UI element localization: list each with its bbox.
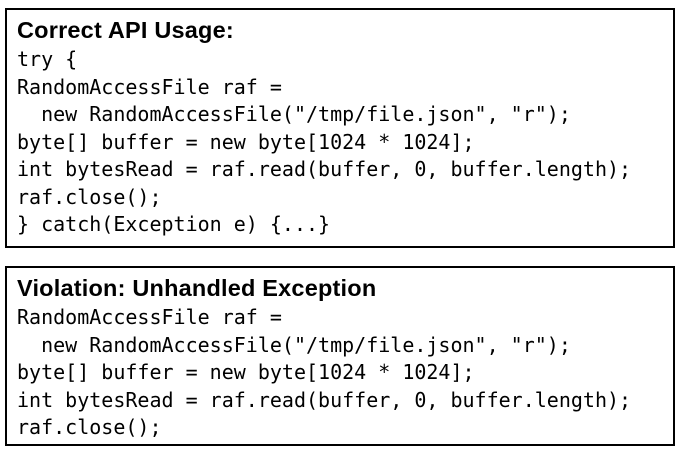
code-line: raf.close(); bbox=[17, 415, 162, 439]
code-line: int bytesRead = raf.read(buffer, 0, buff… bbox=[17, 387, 632, 412]
code-line: int bytesRead = raf.read(buffer, 0, buff… bbox=[17, 157, 632, 181]
code-line: RandomAccessFile raf = bbox=[17, 305, 282, 329]
code-block-correct-api-usage: try { RandomAccessFile raf = new RandomAc… bbox=[17, 46, 663, 239]
code-line: new RandomAccessFile("/tmp/file.json", "… bbox=[17, 332, 571, 357]
code-line: try { bbox=[17, 47, 78, 71]
code-line: RandomAccessFile raf = bbox=[17, 74, 282, 99]
code-line: byte[] buffer = new byte[1024 * 1024]; bbox=[17, 360, 475, 384]
code-line: new RandomAccessFile("/tmp/file.json", "… bbox=[17, 102, 571, 126]
code-line: raf.close(); bbox=[17, 184, 162, 209]
panel-correct-api-usage: Correct API Usage: try { RandomAccessFile… bbox=[5, 8, 675, 248]
panel-title-violation-unhandled-exception: Violation: Unhandled Exception bbox=[17, 275, 377, 301]
code-block-violation-unhandled-exception: RandomAccessFile raf = new RandomAccessF… bbox=[17, 304, 663, 442]
panel-title-correct-api-usage: Correct API Usage: bbox=[17, 17, 234, 43]
panel-violation-unhandled-exception: Violation: Unhandled Exception RandomAcc… bbox=[5, 266, 675, 446]
code-line: byte[] buffer = new byte[1024 * 1024]; bbox=[17, 129, 475, 154]
code-line: } catch(Exception e) {...} bbox=[17, 212, 331, 236]
